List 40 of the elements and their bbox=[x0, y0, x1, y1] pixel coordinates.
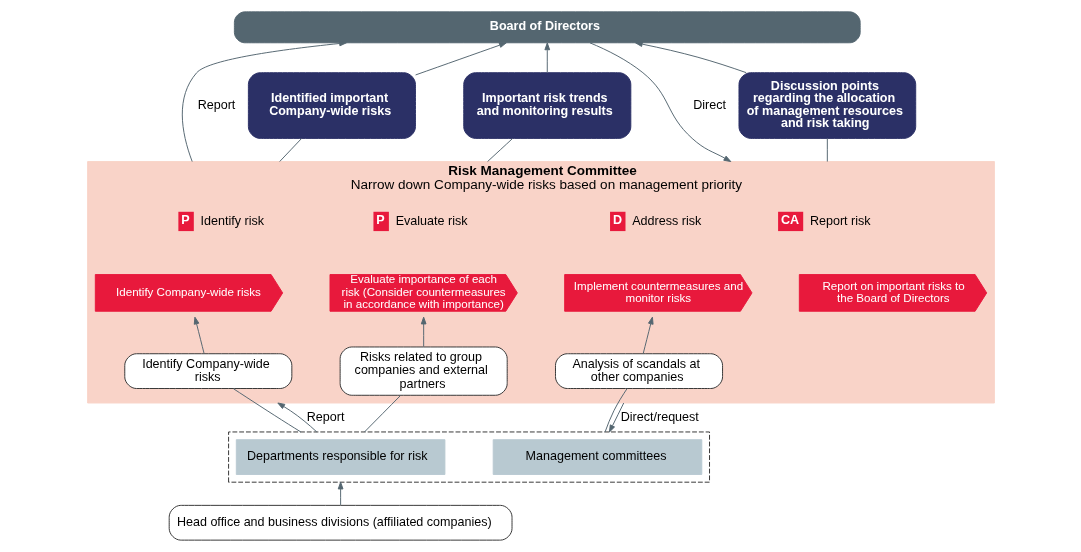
arrow bbox=[543, 42, 550, 74]
node-label: Identify risk bbox=[200, 213, 264, 228]
node-box: Important risk trends and monitoring results bbox=[462, 72, 631, 139]
node-box: P bbox=[372, 211, 389, 232]
node-box: CA bbox=[777, 211, 803, 232]
cluster bbox=[227, 431, 710, 483]
arrow bbox=[276, 402, 317, 433]
edge-label: Direct bbox=[692, 97, 726, 112]
node-box: D bbox=[609, 211, 625, 232]
connector bbox=[363, 395, 401, 433]
arrow bbox=[642, 316, 654, 354]
arrow bbox=[193, 316, 205, 354]
node-box: Discussion points regarding the allocation of management resources and risk taking bbox=[738, 72, 916, 139]
node-box: Board of Directors bbox=[233, 11, 861, 44]
connector bbox=[826, 138, 828, 163]
node-label: Address risk bbox=[631, 213, 701, 228]
connector bbox=[486, 138, 513, 163]
node-label: Report risk bbox=[809, 213, 871, 228]
connector bbox=[278, 138, 302, 163]
node-box: P bbox=[177, 211, 194, 232]
arrow bbox=[608, 402, 624, 433]
edge-label: Report bbox=[306, 409, 344, 424]
connector bbox=[232, 388, 301, 433]
edge-label: Report bbox=[197, 97, 235, 112]
arrow bbox=[588, 42, 731, 163]
node-box: Head office and business divisions (affiliated companies) bbox=[168, 504, 512, 541]
node-box: Risks related to group companies and external partners bbox=[339, 346, 508, 396]
node-box: Departments responsible for risk bbox=[235, 439, 445, 475]
arrow bbox=[181, 40, 347, 163]
node-label: Evaluate risk bbox=[395, 213, 467, 228]
arrow bbox=[414, 42, 507, 76]
connector bbox=[604, 388, 628, 433]
node-box: Analysis of scandals at other companies bbox=[554, 353, 723, 389]
arrow bbox=[634, 41, 747, 74]
arrow bbox=[420, 316, 426, 348]
edge-label: Direct/request bbox=[620, 409, 699, 424]
node-box: Identified important Company-wide risks bbox=[247, 72, 416, 139]
node-box: Management committees bbox=[492, 439, 702, 475]
node-box: Identify Company-wide risks bbox=[123, 353, 292, 389]
arrow bbox=[337, 481, 343, 506]
